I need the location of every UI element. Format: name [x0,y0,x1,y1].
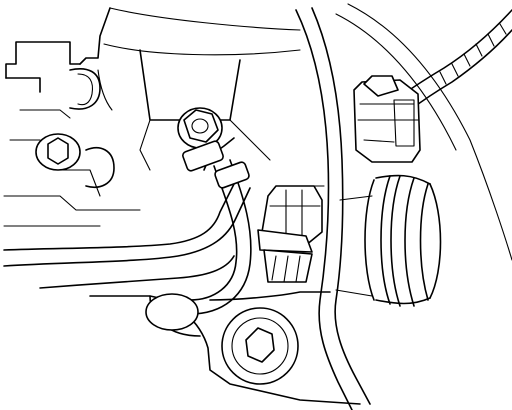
brake-pipe [3,129,252,315]
upper-connector [353,75,421,163]
bolt-head-left [35,133,81,171]
flare-nut-fitting [177,107,250,189]
engine-block [3,7,301,227]
upper-wire-harness [335,3,512,261]
rubber-boot [335,174,442,307]
lower-mount-bracket [89,291,361,405]
lower-connector [257,185,323,283]
mount-bolt [221,307,299,385]
boss-cylinder-left [69,68,115,188]
